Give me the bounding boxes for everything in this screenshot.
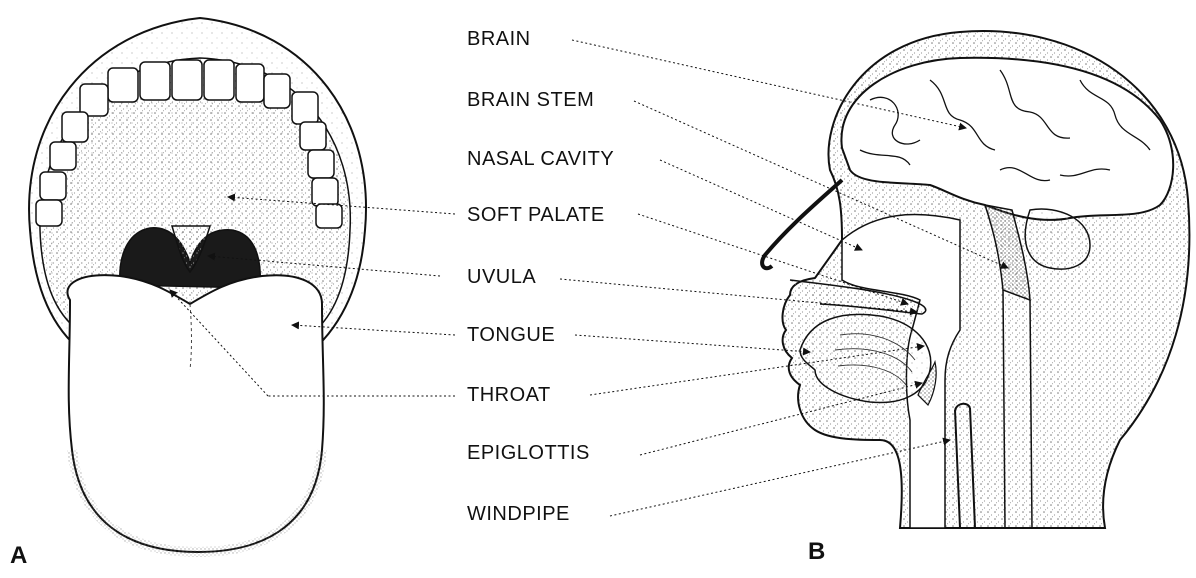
label-throat: THROAT (467, 384, 551, 407)
panel-label-a: A (10, 542, 27, 570)
label-nasal-cavity: NASAL CAVITY (467, 148, 614, 171)
label-windpipe: WINDPIPE (467, 503, 570, 526)
label-brain-stem: BRAIN STEM (467, 89, 594, 112)
label-tongue: TONGUE (467, 324, 555, 347)
nose-hook (762, 180, 842, 268)
label-epiglottis: EPIGLOTTIS (467, 442, 590, 465)
panel-label-b: B (808, 538, 825, 566)
head-illustration (762, 31, 1189, 528)
mouth-illustration (29, 18, 366, 552)
label-brain: BRAIN (467, 28, 531, 51)
tongue-shape (67, 275, 323, 552)
label-uvula: UVULA (467, 266, 536, 289)
label-soft-palate: SOFT PALATE (467, 204, 605, 227)
